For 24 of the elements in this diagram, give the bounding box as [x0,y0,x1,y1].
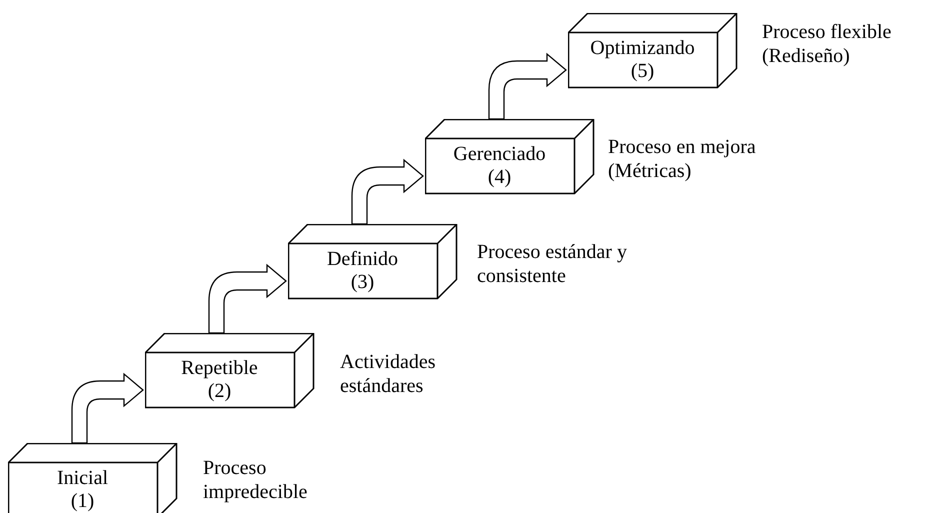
level-description: Proceso impredecible [203,456,308,504]
curved-block-arrow [71,373,144,444]
cuboid-box [568,13,738,89]
curved-block-arrow [488,53,567,120]
level-name: Gerenciado [453,142,546,166]
level-number: (5) [630,60,654,82]
cuboid-box [425,119,595,195]
level-name: Optimizando [590,36,695,60]
level-description: Proceso flexible (Rediseño) [762,20,892,68]
level-number: (3) [350,270,374,294]
level-number: (4) [488,166,512,188]
curved-block-arrow [351,159,424,225]
level-description: Proceso en mejora (Métricas) [608,135,757,183]
cuboid-box [8,443,178,513]
level-name: Definido [326,248,398,270]
curved-block-arrow [208,264,287,334]
level-name: Inicial [56,466,108,490]
level-name: Repetible [181,356,258,380]
level-description: Proceso estándar y consistente [477,240,627,288]
level-description: Actividades estándares [340,350,437,398]
cuboid-box [145,333,315,409]
level-number: (2) [208,380,232,402]
level-number: (1) [70,490,94,512]
cuboid-box [288,224,458,300]
